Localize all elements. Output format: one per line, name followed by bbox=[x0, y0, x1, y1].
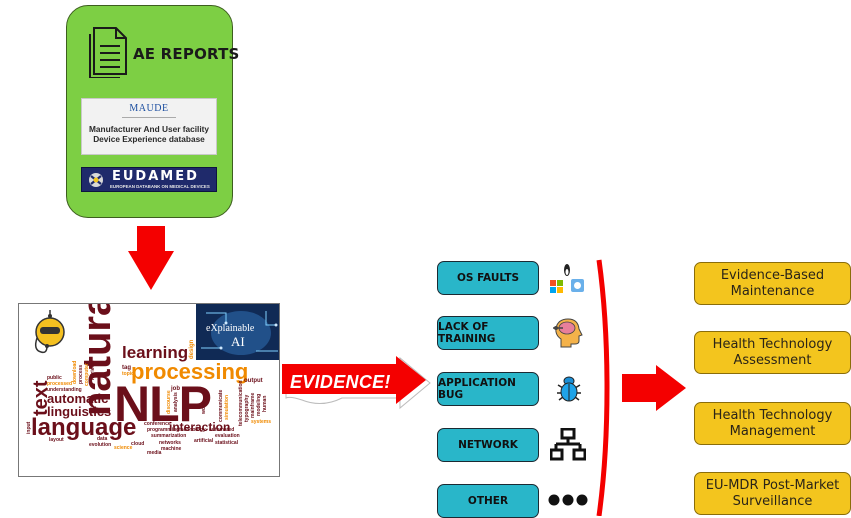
robot-doctor-icon bbox=[34, 310, 65, 354]
word-summarization: summarization bbox=[151, 433, 187, 439]
word-networks: networks bbox=[159, 440, 181, 446]
maude-database-logo: MAUDE Manufacturer And User facility Dev… bbox=[81, 98, 217, 155]
word-learning: learning bbox=[122, 343, 189, 362]
word-evolution: evolution bbox=[89, 442, 112, 448]
bracket-divider bbox=[596, 259, 610, 516]
word-cloud: cloud bbox=[131, 441, 145, 447]
word-public: public bbox=[47, 375, 62, 381]
xai-label-line2: AI bbox=[231, 334, 245, 349]
word-understanding: understanding bbox=[47, 387, 82, 393]
category-application-bug: APPLICATION BUG bbox=[437, 372, 539, 406]
head-with-brain-icon bbox=[553, 318, 583, 348]
outcome-line2: Assessment bbox=[733, 352, 812, 368]
word-media: media bbox=[147, 450, 162, 456]
word-statistical: statistical bbox=[215, 440, 239, 446]
eudamed-name: EUDAMED bbox=[112, 169, 199, 184]
word-processing: processing bbox=[131, 359, 249, 384]
xai-brain-image: eXplainable AI bbox=[196, 304, 279, 360]
outcome-line2: Maintenance bbox=[730, 283, 815, 299]
outcome-line1: Evidence-Based bbox=[720, 267, 825, 283]
maude-description: Manufacturer And User facility Device Ex… bbox=[88, 124, 210, 144]
category-network: NETWORK bbox=[437, 428, 539, 462]
three-dots-icon bbox=[548, 494, 588, 506]
word-processed: processed bbox=[47, 381, 73, 387]
word-analysis: analysis bbox=[173, 392, 179, 412]
word-conference: conference bbox=[144, 421, 171, 427]
nlp-word-cloud-image: eXplainable AI natural learning processi… bbox=[18, 303, 280, 477]
word-topic: topic bbox=[122, 371, 134, 377]
outcome-line1: EU-MDR Post-Market bbox=[705, 477, 840, 493]
word-output: output bbox=[244, 378, 263, 384]
brain-circuit-icon bbox=[201, 311, 278, 355]
outcome-line1: Health Technology bbox=[712, 336, 833, 352]
word-data: data bbox=[97, 436, 108, 442]
outcome-line2: Surveillance bbox=[732, 493, 813, 509]
word-language: language bbox=[31, 414, 137, 441]
os-logos-icon bbox=[550, 264, 584, 293]
word-systems: systems bbox=[251, 419, 272, 425]
word-input: input bbox=[26, 421, 32, 434]
word-tag: tag bbox=[122, 365, 131, 371]
maude-divider bbox=[122, 117, 176, 118]
word-artificial: artificial bbox=[194, 438, 214, 444]
word-simulation: simulation bbox=[224, 394, 230, 420]
maude-name: MAUDE bbox=[129, 103, 169, 114]
word-nlp: NLP bbox=[114, 376, 212, 432]
ae-reports-title: AE REPORTS bbox=[133, 45, 240, 63]
eudamed-emblem-icon bbox=[85, 170, 107, 190]
category-lack-of-training: LACK OF TRAINING bbox=[437, 316, 539, 350]
word-discourse: discourse bbox=[166, 390, 172, 414]
word-programming: programming bbox=[147, 427, 180, 433]
outcome-line2: Management bbox=[729, 423, 816, 439]
word-automatic: automatic bbox=[47, 391, 109, 406]
category-os-faults: OS FAULTS bbox=[437, 261, 539, 295]
word-science: science bbox=[114, 445, 133, 451]
word-word: word bbox=[201, 402, 207, 414]
down-arrow-icon bbox=[128, 226, 174, 290]
document-icon bbox=[89, 27, 127, 78]
xai-label-line1: eXplainable bbox=[206, 323, 255, 334]
eudamed-subtitle: EUROPEAN DATABANK ON MEDICAL DEVICES bbox=[110, 184, 210, 189]
word-evaluation: evaluation bbox=[215, 433, 240, 439]
evidence-label: EVIDENCE! bbox=[290, 372, 391, 392]
category-other: OTHER bbox=[437, 484, 539, 518]
bug-icon bbox=[557, 376, 581, 402]
right-arrow-icon bbox=[622, 365, 686, 411]
word-layout: layout bbox=[49, 437, 64, 443]
word-linguistics: linguistics bbox=[47, 404, 112, 419]
word-job: job bbox=[171, 386, 180, 392]
evidence-arrow-icon bbox=[282, 356, 431, 410]
word-automated: automated bbox=[209, 427, 235, 433]
word-retrieval: retrieval bbox=[90, 360, 96, 380]
eudamed-logo: EUDAMED EUROPEAN DATABANK ON MEDICAL DEV… bbox=[81, 167, 217, 192]
word-technology: technology bbox=[179, 427, 206, 433]
word-machine: machine bbox=[161, 446, 182, 452]
word-design: design bbox=[189, 339, 195, 359]
word-interaction: interaction bbox=[169, 420, 231, 434]
network-icon bbox=[550, 428, 586, 461]
word-human: human bbox=[262, 395, 268, 412]
outcome-line1: Health Technology bbox=[712, 407, 833, 423]
